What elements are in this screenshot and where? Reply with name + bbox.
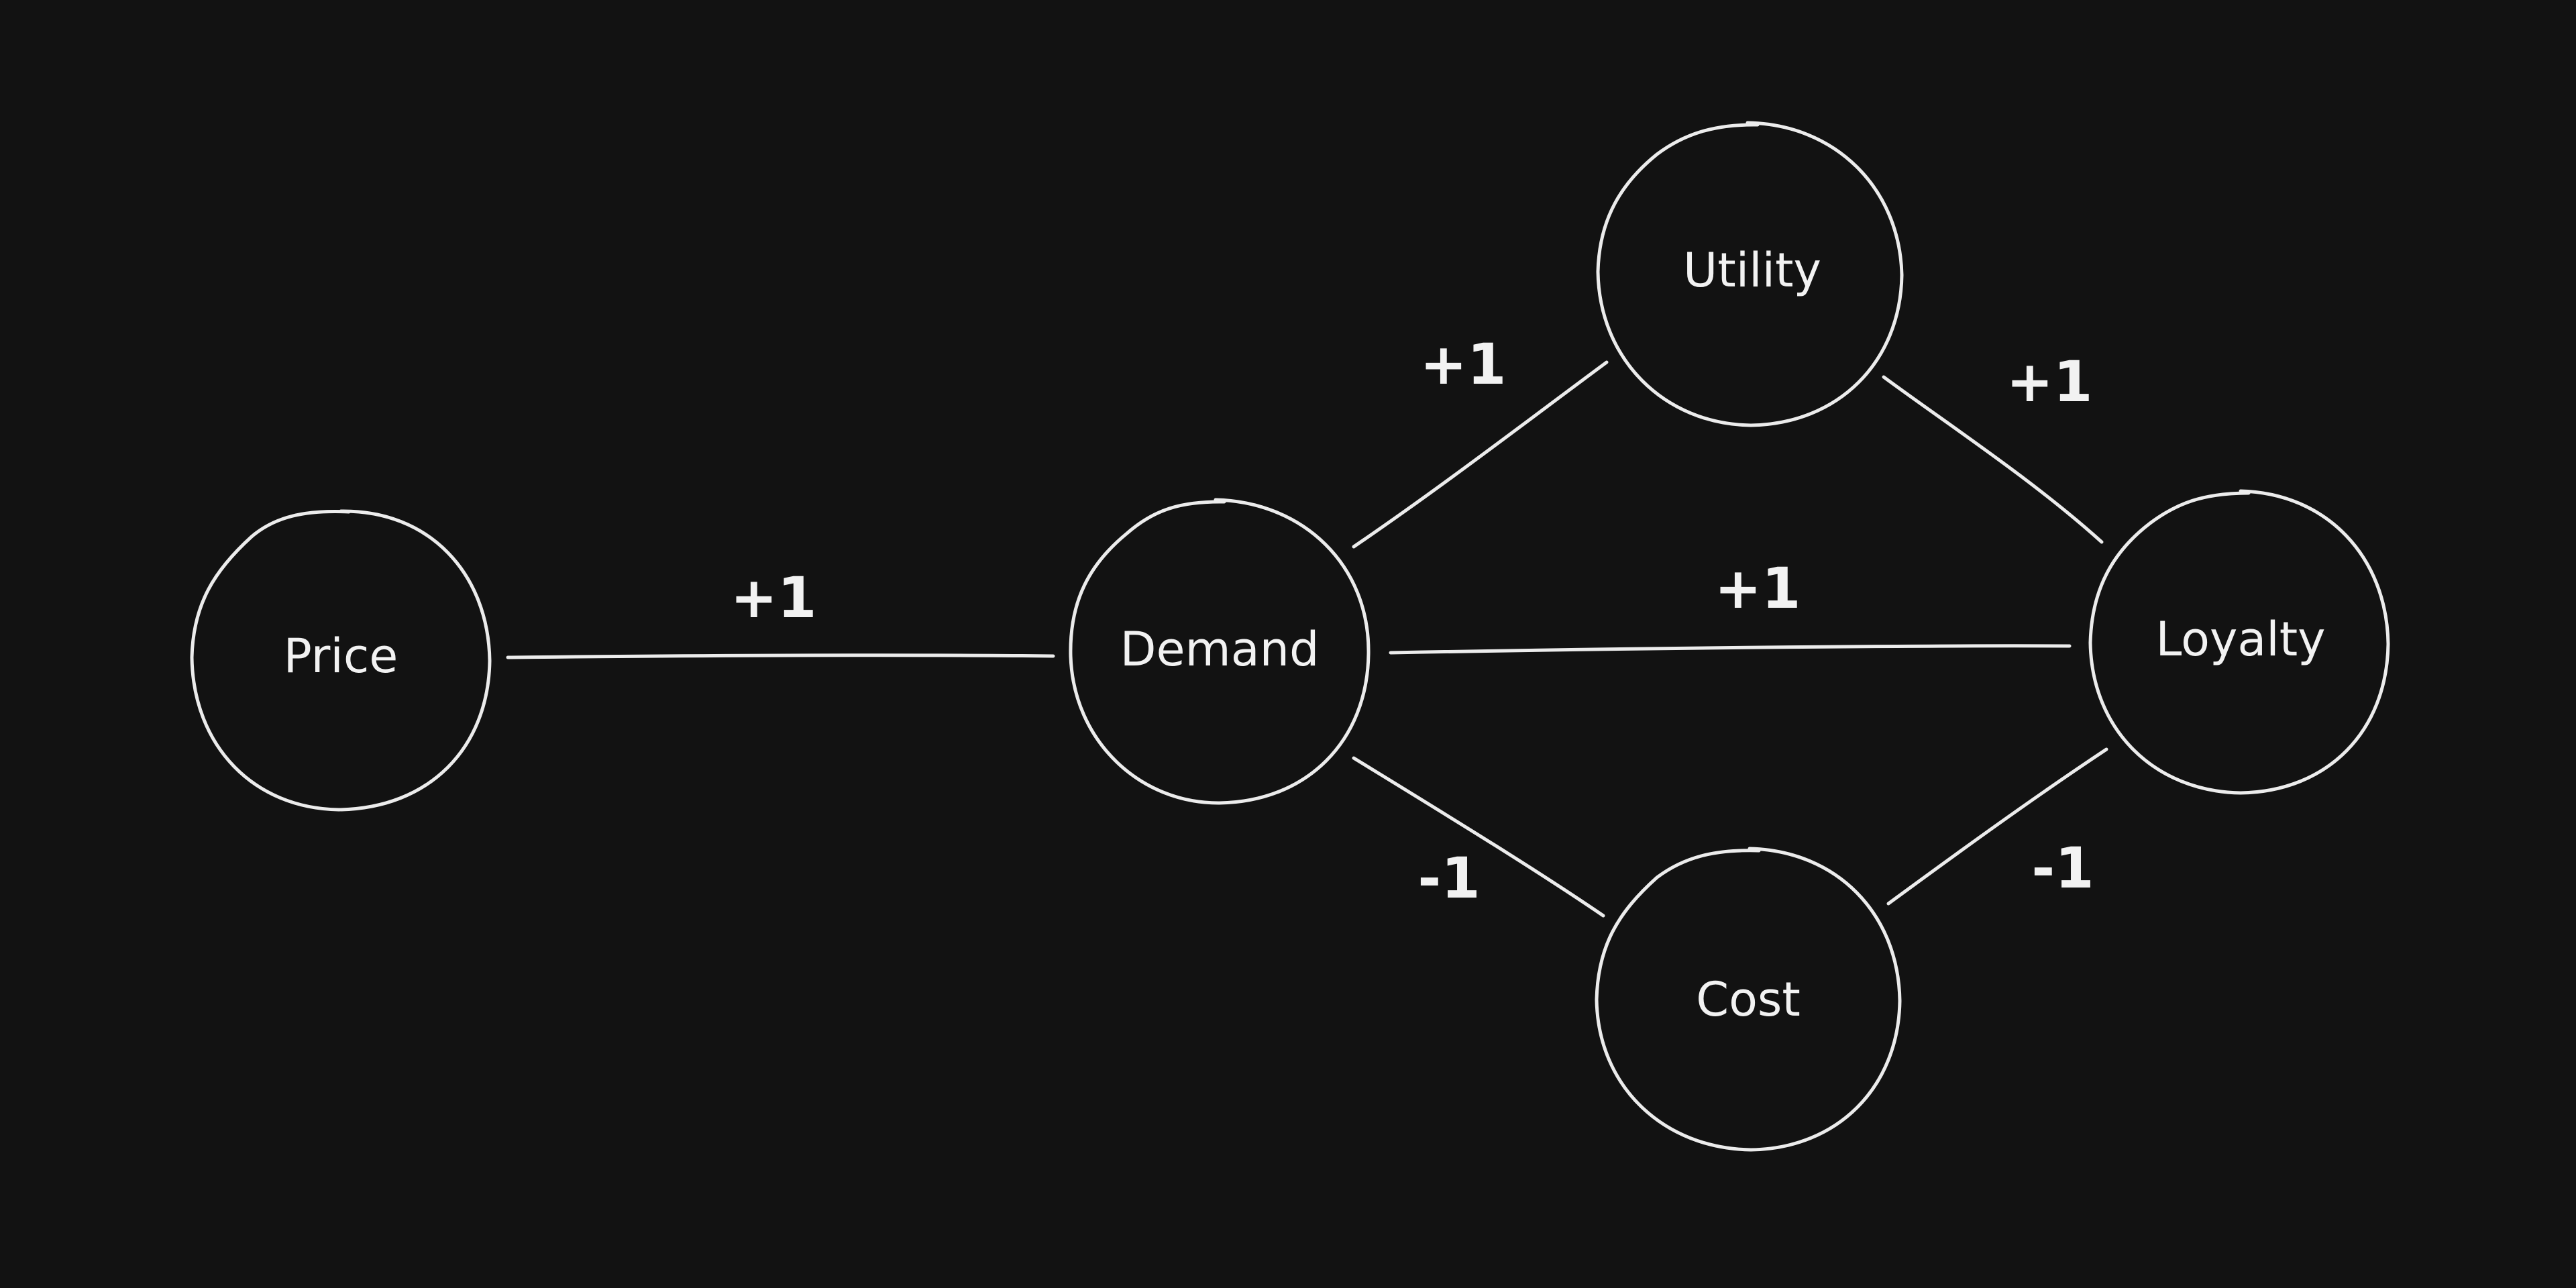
edge-label-demand-utility: +1 xyxy=(1420,331,1507,397)
edge-price-demand xyxy=(506,653,1055,659)
edge-utility-loyalty xyxy=(1882,375,2104,544)
node-price: Price xyxy=(190,509,492,812)
edge-label-price-demand: +1 xyxy=(731,565,817,631)
edge-label-utility-loyalty: +1 xyxy=(2006,349,2093,415)
node-price-circle xyxy=(190,509,492,812)
node-cost-circle xyxy=(1595,847,1902,1152)
node-loyalty: Loyalty xyxy=(2088,489,2390,795)
node-utility: Utility xyxy=(1596,121,1904,427)
edge-label-demand-loyalty: +1 xyxy=(1715,555,1801,621)
node-cost: Cost xyxy=(1595,847,1902,1152)
edge-label-demand-cost: -1 xyxy=(1417,845,1480,911)
node-price-label: Price xyxy=(284,629,398,684)
edge-label-cost-loyalty: -1 xyxy=(2031,835,2094,901)
node-demand-circle xyxy=(1069,498,1371,805)
edge-cost-loyalty xyxy=(1886,747,2108,906)
edge-demand-cost xyxy=(1352,756,1605,918)
node-loyalty-circle xyxy=(2088,489,2390,795)
node-cost-label: Cost xyxy=(1696,972,1801,1027)
node-loyalty-label: Loyalty xyxy=(2155,612,2325,667)
edge-demand-loyalty xyxy=(1389,644,2072,655)
node-utility-circle xyxy=(1596,121,1904,427)
edge-demand-utility xyxy=(1352,360,1609,549)
node-demand: Demand xyxy=(1069,498,1371,805)
edges xyxy=(506,360,2108,918)
node-utility-label: Utility xyxy=(1683,243,1821,298)
edge-labels: +1 +1 +1 +1 -1 -1 xyxy=(731,331,2094,911)
node-demand-label: Demand xyxy=(1120,622,1320,677)
